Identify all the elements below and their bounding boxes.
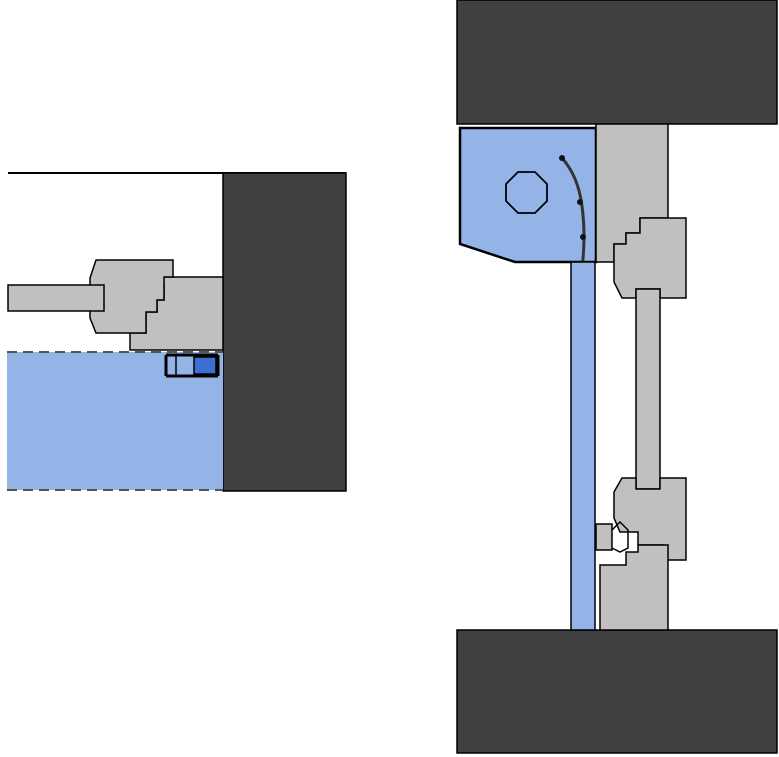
- guide-rail-insert: [193, 356, 217, 375]
- slat-joint: [577, 199, 583, 205]
- wall-section: [222, 172, 347, 492]
- slat-joint: [559, 155, 565, 161]
- roller-box: [458, 126, 598, 264]
- sill-wall: [456, 629, 778, 754]
- vertical-section-view: [456, 0, 778, 754]
- plan-section-view: [7, 172, 347, 492]
- glass-pane: [635, 288, 661, 490]
- upper-sash: [613, 217, 687, 299]
- shutter-guide-strip: [570, 261, 596, 631]
- curtain-slats: [559, 155, 586, 269]
- lower-frame: [599, 544, 669, 631]
- roller-shaft: [505, 171, 548, 214]
- lintel-wall: [456, 0, 778, 125]
- shutter-curtain: [7, 352, 223, 490]
- guide-rail: [164, 353, 220, 378]
- glazing-pane: [7, 284, 105, 312]
- sash-profile: [89, 259, 174, 334]
- slat-joint: [580, 234, 586, 240]
- weather-seal: [595, 523, 613, 551]
- drip-profile: [611, 520, 629, 553]
